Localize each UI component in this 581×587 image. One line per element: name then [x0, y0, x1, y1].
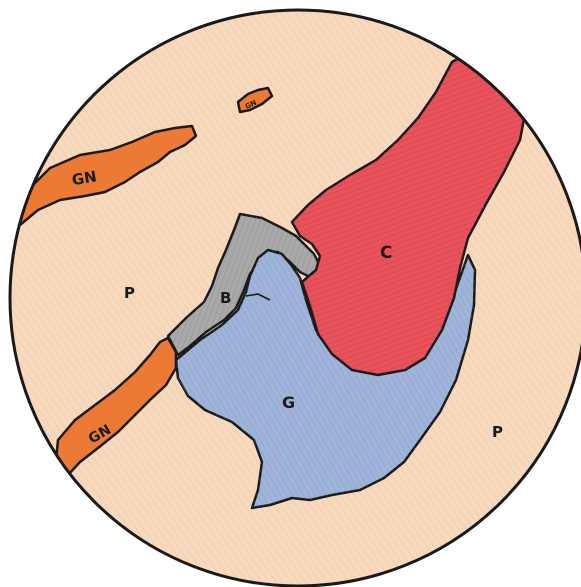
label-p-left: P: [124, 284, 135, 302]
label-b: B: [220, 289, 231, 307]
label-p-right: P: [492, 423, 503, 441]
label-c: C: [380, 243, 392, 263]
label-g: G: [282, 393, 295, 412]
